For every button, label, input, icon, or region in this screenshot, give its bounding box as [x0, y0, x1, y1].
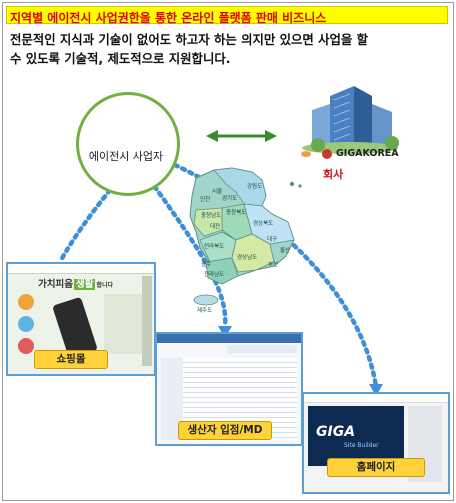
- region-jeonbuk: 전라북도: [204, 242, 224, 250]
- region-gyeongnam: 경상남도: [237, 253, 257, 261]
- region-incheon: 인천: [200, 195, 210, 203]
- region-seoul: 서울: [212, 187, 222, 195]
- jeju-island: [193, 294, 219, 306]
- agency-circle: [76, 92, 180, 196]
- company-logo: GIGAKOREA: [336, 148, 399, 159]
- flow-to-shopping: [57, 187, 113, 265]
- region-gyeonggi: 경기도: [222, 194, 237, 202]
- region-gangwon: 강원도: [247, 182, 262, 190]
- homepage-hero: GIGA Site Builder: [308, 406, 404, 466]
- company-label: 회사: [323, 168, 344, 181]
- homepage-label: 홈페이지: [327, 458, 425, 477]
- homepage-brand-sub: Site Builder: [344, 442, 379, 449]
- region-labels: 서울 인천 경기도 강원도 충청북도 충청남도 대전 경상북도 대구 전라북도 …: [197, 182, 290, 314]
- producer-label: 생산자 입점/MD: [178, 421, 272, 440]
- region-daegu: 대구: [267, 235, 277, 243]
- homepage-screenshot: GIGA Site Builder: [302, 392, 450, 494]
- company-building-icon: [301, 86, 399, 157]
- gigakorea-logo-icon: [322, 149, 332, 159]
- description-line-2: 수 있도록 기술적, 제도적으로 지원합니다.: [10, 51, 231, 66]
- page-title: 지역별 에이전시 사업권한을 통한 온라인 플랫폼 판매 비즈니스: [10, 11, 327, 25]
- title-banner: 지역별 에이전시 사업권한을 통한 온라인 플랫폼 판매 비즈니스: [6, 6, 448, 25]
- homepage-brand: GIGA: [316, 424, 356, 440]
- shopping-mall-label: 쇼핑몰: [34, 350, 108, 369]
- region-ulsan: 울산: [280, 246, 290, 254]
- region-jeonnam: 전라남도: [204, 270, 224, 278]
- description: 전문적인 지식과 기술이 없어도 하고자 하는 의지만 있으면 사업을 할 수 …: [10, 30, 450, 68]
- description-line-1: 전문적인 지식과 기술이 없어도 하고자 하는 의지만 있으면 사업을 할: [10, 32, 369, 47]
- korea-map: [189, 167, 302, 306]
- region-chungbuk: 충청북도: [226, 208, 246, 216]
- bidirectional-arrow: [206, 130, 277, 142]
- agency-label: 에이전시 사업자: [88, 150, 164, 163]
- arrowhead-homepage: [369, 384, 383, 396]
- region-gwangju: 광주: [201, 261, 211, 268]
- region-daejeon: 대전: [210, 222, 220, 230]
- region-jeju: 제주도: [197, 306, 212, 314]
- region-chungnam: 충청남도: [201, 211, 221, 219]
- region-busan: 부산: [268, 260, 278, 268]
- region-gyeongbuk: 경상북도: [253, 219, 273, 227]
